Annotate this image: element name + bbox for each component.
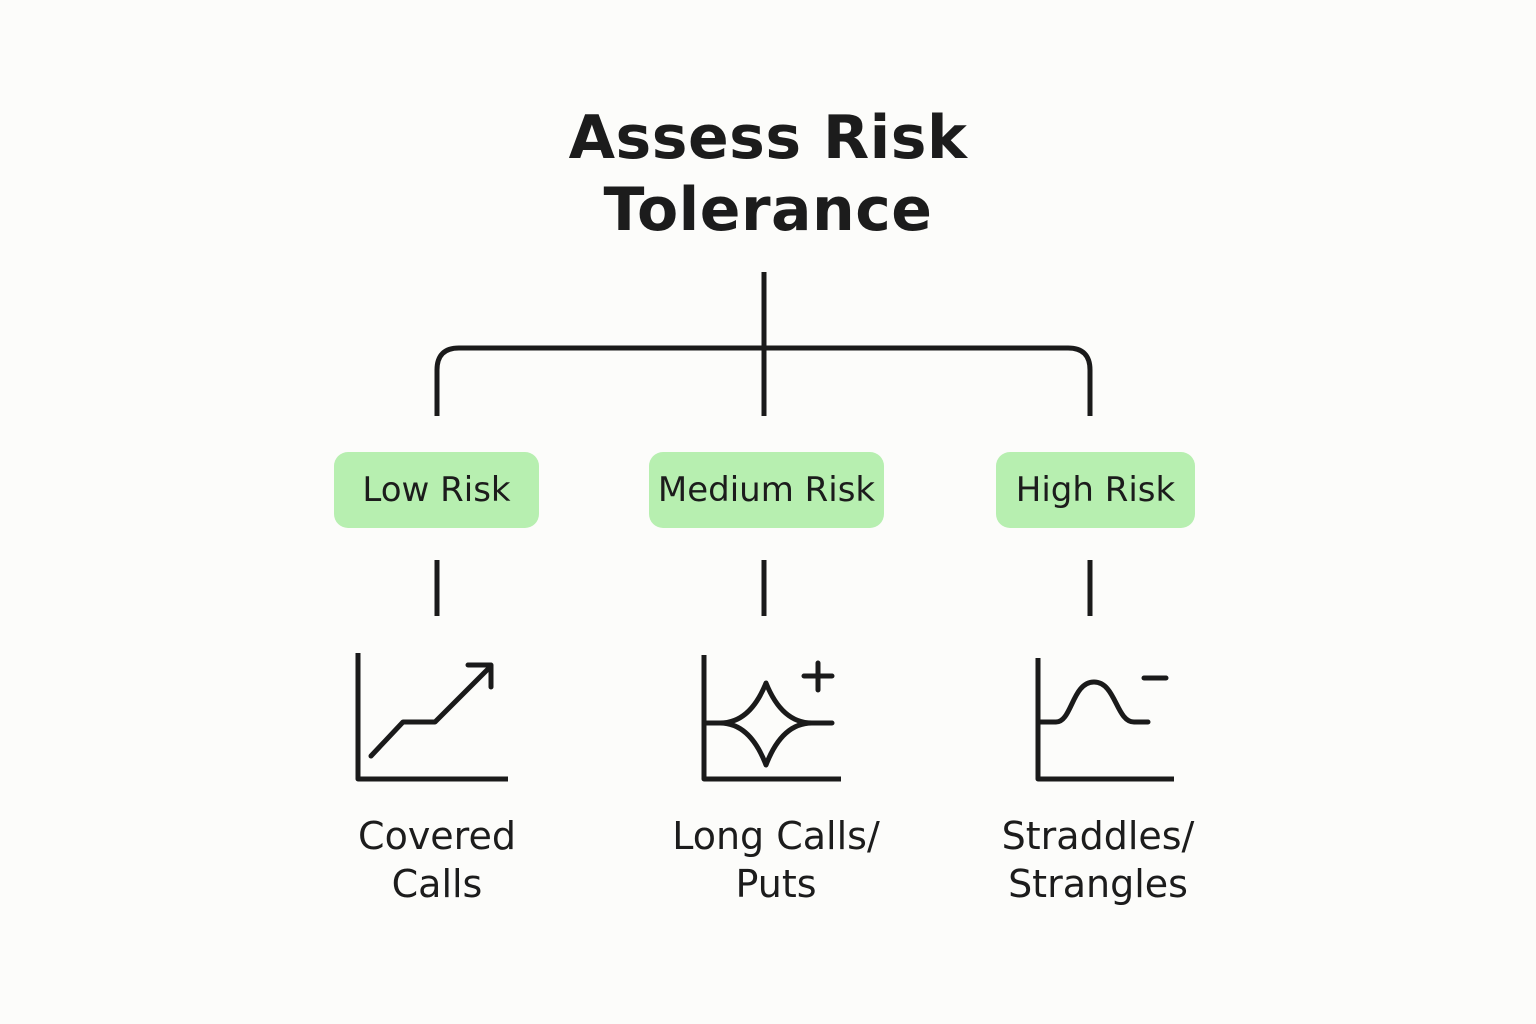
star-payoff-chart-plus-icon: [701, 655, 841, 782]
title-line-1: Assess Risk: [568, 103, 968, 173]
high-risk-pill: High Risk: [996, 452, 1195, 528]
strategy-line-1: Straddles/: [1001, 814, 1195, 858]
covered-calls-caption: Covered Calls: [287, 812, 587, 908]
rising-trend-chart-icon: [355, 653, 508, 782]
medium-risk-pill: Medium Risk: [649, 452, 884, 528]
diagram-title: Assess Risk Tolerance: [0, 102, 1536, 246]
long-calls-puts-caption: Long Calls/ Puts: [626, 812, 926, 908]
bell-curve-chart-minus-icon: [1035, 658, 1174, 782]
branch-bar: [434, 345, 1093, 416]
low-risk-pill: Low Risk: [334, 452, 539, 528]
low-risk-label: Low Risk: [362, 470, 511, 510]
strategy-line-1: Long Calls/: [672, 814, 880, 858]
straddles-strangles-caption: Straddles/ Strangles: [948, 812, 1248, 908]
medium-risk-label: Medium Risk: [657, 470, 876, 510]
strategy-line-2: Puts: [735, 862, 817, 906]
strategy-line-1: Covered: [358, 814, 516, 858]
high-risk-label: High Risk: [1015, 470, 1176, 510]
title-line-2: Tolerance: [603, 175, 933, 245]
strategy-line-2: Strangles: [1008, 862, 1188, 906]
strategy-line-2: Calls: [391, 862, 483, 906]
